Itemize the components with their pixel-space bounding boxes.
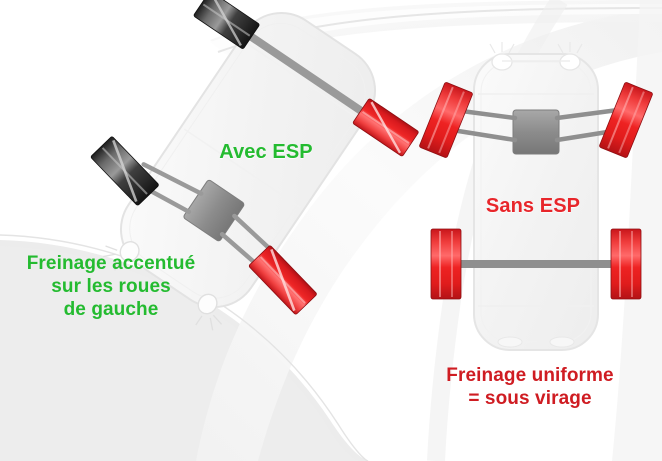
wheel-rear-left-sans-esp [430, 228, 462, 300]
taillights-sans-esp [497, 336, 575, 348]
headlight-left-avec-esp [103, 241, 140, 271]
wheel-rear-left-avec-esp [352, 98, 419, 157]
wheel-front-right-sans-esp [599, 82, 653, 158]
rear-axle-avec-esp [234, 23, 379, 124]
wheel-front-right-avec-esp [90, 136, 159, 206]
wheel-front-left-sans-esp [419, 82, 473, 158]
car-body-avec-esp [119, 12, 377, 308]
wheel-front-left-avec-esp [248, 245, 317, 315]
label-sans-esp: Sans ESP [485, 195, 581, 217]
headlight-left-sans-esp [489, 42, 515, 71]
label-avec-esp: Avec ESP [219, 141, 313, 163]
caption-freinage-accentue: Freinage accentué sur les roues de gauch… [26, 253, 196, 321]
steering-rack-avec-esp [183, 179, 245, 242]
wheel-rear-right-sans-esp [610, 228, 642, 300]
wheel-rear-right-avec-esp [193, 0, 260, 49]
headlight-right-avec-esp [195, 293, 223, 331]
car-body-sans-esp [473, 53, 599, 351]
caption-freinage-uniforme: Freinage uniforme = sous virage [446, 365, 614, 410]
car-sans-esp [419, 42, 653, 351]
car-avec-esp [90, 0, 419, 331]
steering-rack-sans-esp [512, 109, 560, 155]
headlight-right-sans-esp [557, 42, 583, 71]
